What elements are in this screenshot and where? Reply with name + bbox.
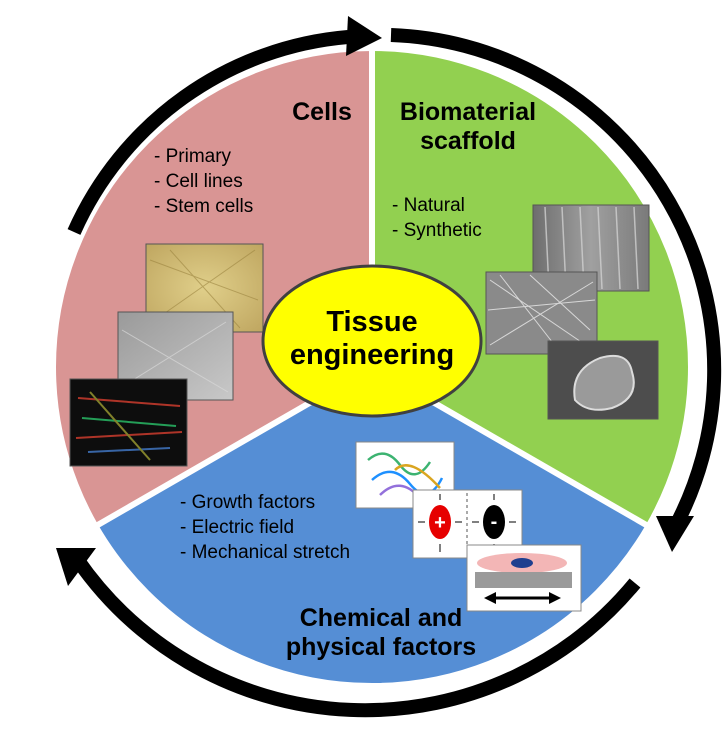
cycle-arrowheads	[56, 16, 694, 586]
factor-images: + -	[355, 441, 582, 612]
arrowhead-top	[346, 16, 382, 56]
svg-text:-: -	[491, 511, 498, 533]
scaffold-item-synthetic: Synthetic	[392, 218, 482, 243]
scaffold-list: Natural Synthetic	[392, 193, 482, 243]
factors-item-mechanical-stretch: Mechanical stretch	[180, 540, 350, 565]
center-title-line2: engineering	[289, 339, 455, 371]
center-title: Tissue engineering	[272, 306, 472, 372]
factors-item-growth-factors: Growth factors	[180, 490, 350, 515]
scaffold-title: Biomaterial scaffold	[382, 98, 554, 156]
stretch-arrow-left	[484, 592, 496, 604]
factors-title-line1: Chemical and	[299, 604, 463, 632]
stretch-arrow-right	[549, 592, 561, 604]
scaffold-title-line1: Biomaterial	[399, 98, 537, 126]
cycle-arrow-bottom	[71, 555, 641, 718]
cells-item-stem-cells: Stem cells	[154, 194, 254, 219]
cells-title: Cells	[292, 98, 352, 126]
scaffold-images	[485, 204, 659, 420]
svg-text:+: +	[434, 512, 446, 534]
cycle-arrows	[67, 28, 722, 718]
cycle-arrow-right	[390, 28, 722, 531]
factors-title-line2: physical factors	[285, 633, 477, 661]
cycle-arrow-top-left	[67, 30, 349, 235]
arrowhead-lower-right	[656, 516, 694, 552]
negative-charge-cell	[483, 505, 505, 539]
center-title-line1: Tissue	[326, 306, 418, 338]
cells-item-cell-lines: Cell lines	[154, 169, 253, 194]
cells-list: Primary Cell lines Stem cells	[154, 144, 254, 219]
porous-particle	[573, 354, 635, 411]
center-ellipse	[261, 264, 483, 418]
factors-list: Growth factors Electric field Mechanical…	[180, 490, 350, 565]
cell-images	[69, 243, 264, 467]
arrowhead-left	[56, 548, 96, 586]
positive-charge-cell	[429, 505, 451, 539]
factors-title: Chemical and physical factors	[256, 604, 506, 662]
disc-border	[52, 47, 692, 687]
scaffold-title-line2: scaffold	[420, 127, 516, 155]
protein-structure-image	[355, 441, 455, 509]
scaffold-item-natural: Natural	[392, 193, 482, 218]
factors-item-electric-field: Electric field	[180, 515, 350, 540]
cells-item-primary: Primary	[154, 144, 253, 169]
